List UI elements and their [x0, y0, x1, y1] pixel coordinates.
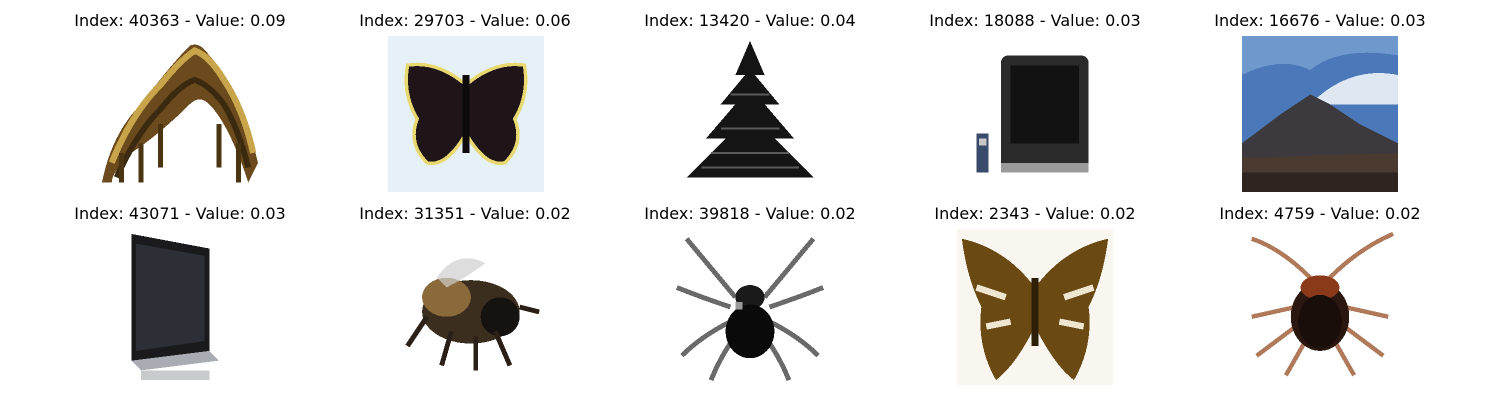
crt-television-image	[957, 36, 1113, 192]
dark-butterfly-image	[388, 36, 544, 192]
score-value: 0.03	[1105, 11, 1141, 30]
brown-butterfly-image	[957, 229, 1113, 385]
image-title: Index: 29703 - Value: 0.06	[359, 11, 571, 30]
image-title: Index: 16676 - Value: 0.03	[1214, 11, 1426, 30]
image-title: Index: 2343 - Value: 0.02	[934, 204, 1136, 223]
pine-tree-image	[672, 36, 828, 192]
score-value: 0.04	[820, 11, 856, 30]
bee-image	[388, 229, 544, 385]
image-title: Index: 18088 - Value: 0.03	[929, 11, 1141, 30]
index-value: 40363	[128, 11, 180, 30]
image-title: Index: 40363 - Value: 0.09	[74, 11, 286, 30]
index-value: 18088	[983, 11, 1035, 30]
index-value: 43071	[128, 204, 180, 223]
spider-image	[672, 229, 828, 385]
image-title: Index: 43071 - Value: 0.03	[74, 204, 286, 223]
index-value: 2343	[988, 204, 1030, 223]
score-value: 0.03	[250, 204, 286, 223]
score-value: 0.03	[1390, 11, 1426, 30]
index-value: 29703	[413, 11, 465, 30]
score-value: 0.02	[535, 204, 571, 223]
score-value: 0.02	[1099, 204, 1136, 223]
flat-screen-television-image	[102, 229, 258, 385]
index-value: 13420	[698, 11, 750, 30]
index-value: 16676	[1268, 11, 1320, 30]
score-value: 0.06	[535, 11, 571, 30]
image-title: Index: 4759 - Value: 0.02	[1219, 204, 1421, 223]
caterpillar-image	[102, 36, 258, 192]
score-value: 0.02	[820, 204, 856, 223]
cockroach-image	[1242, 229, 1398, 385]
index-value: 4759	[1273, 204, 1315, 223]
mountain-landscape-image	[1242, 36, 1398, 192]
score-value: 0.09	[250, 11, 286, 30]
image-title: Index: 13420 - Value: 0.04	[644, 11, 856, 30]
image-title: Index: 31351 - Value: 0.02	[359, 204, 571, 223]
index-value: 31351	[413, 204, 465, 223]
score-value: 0.02	[1384, 204, 1421, 223]
index-value: 39818	[698, 204, 750, 223]
image-title: Index: 39818 - Value: 0.02	[644, 204, 856, 223]
